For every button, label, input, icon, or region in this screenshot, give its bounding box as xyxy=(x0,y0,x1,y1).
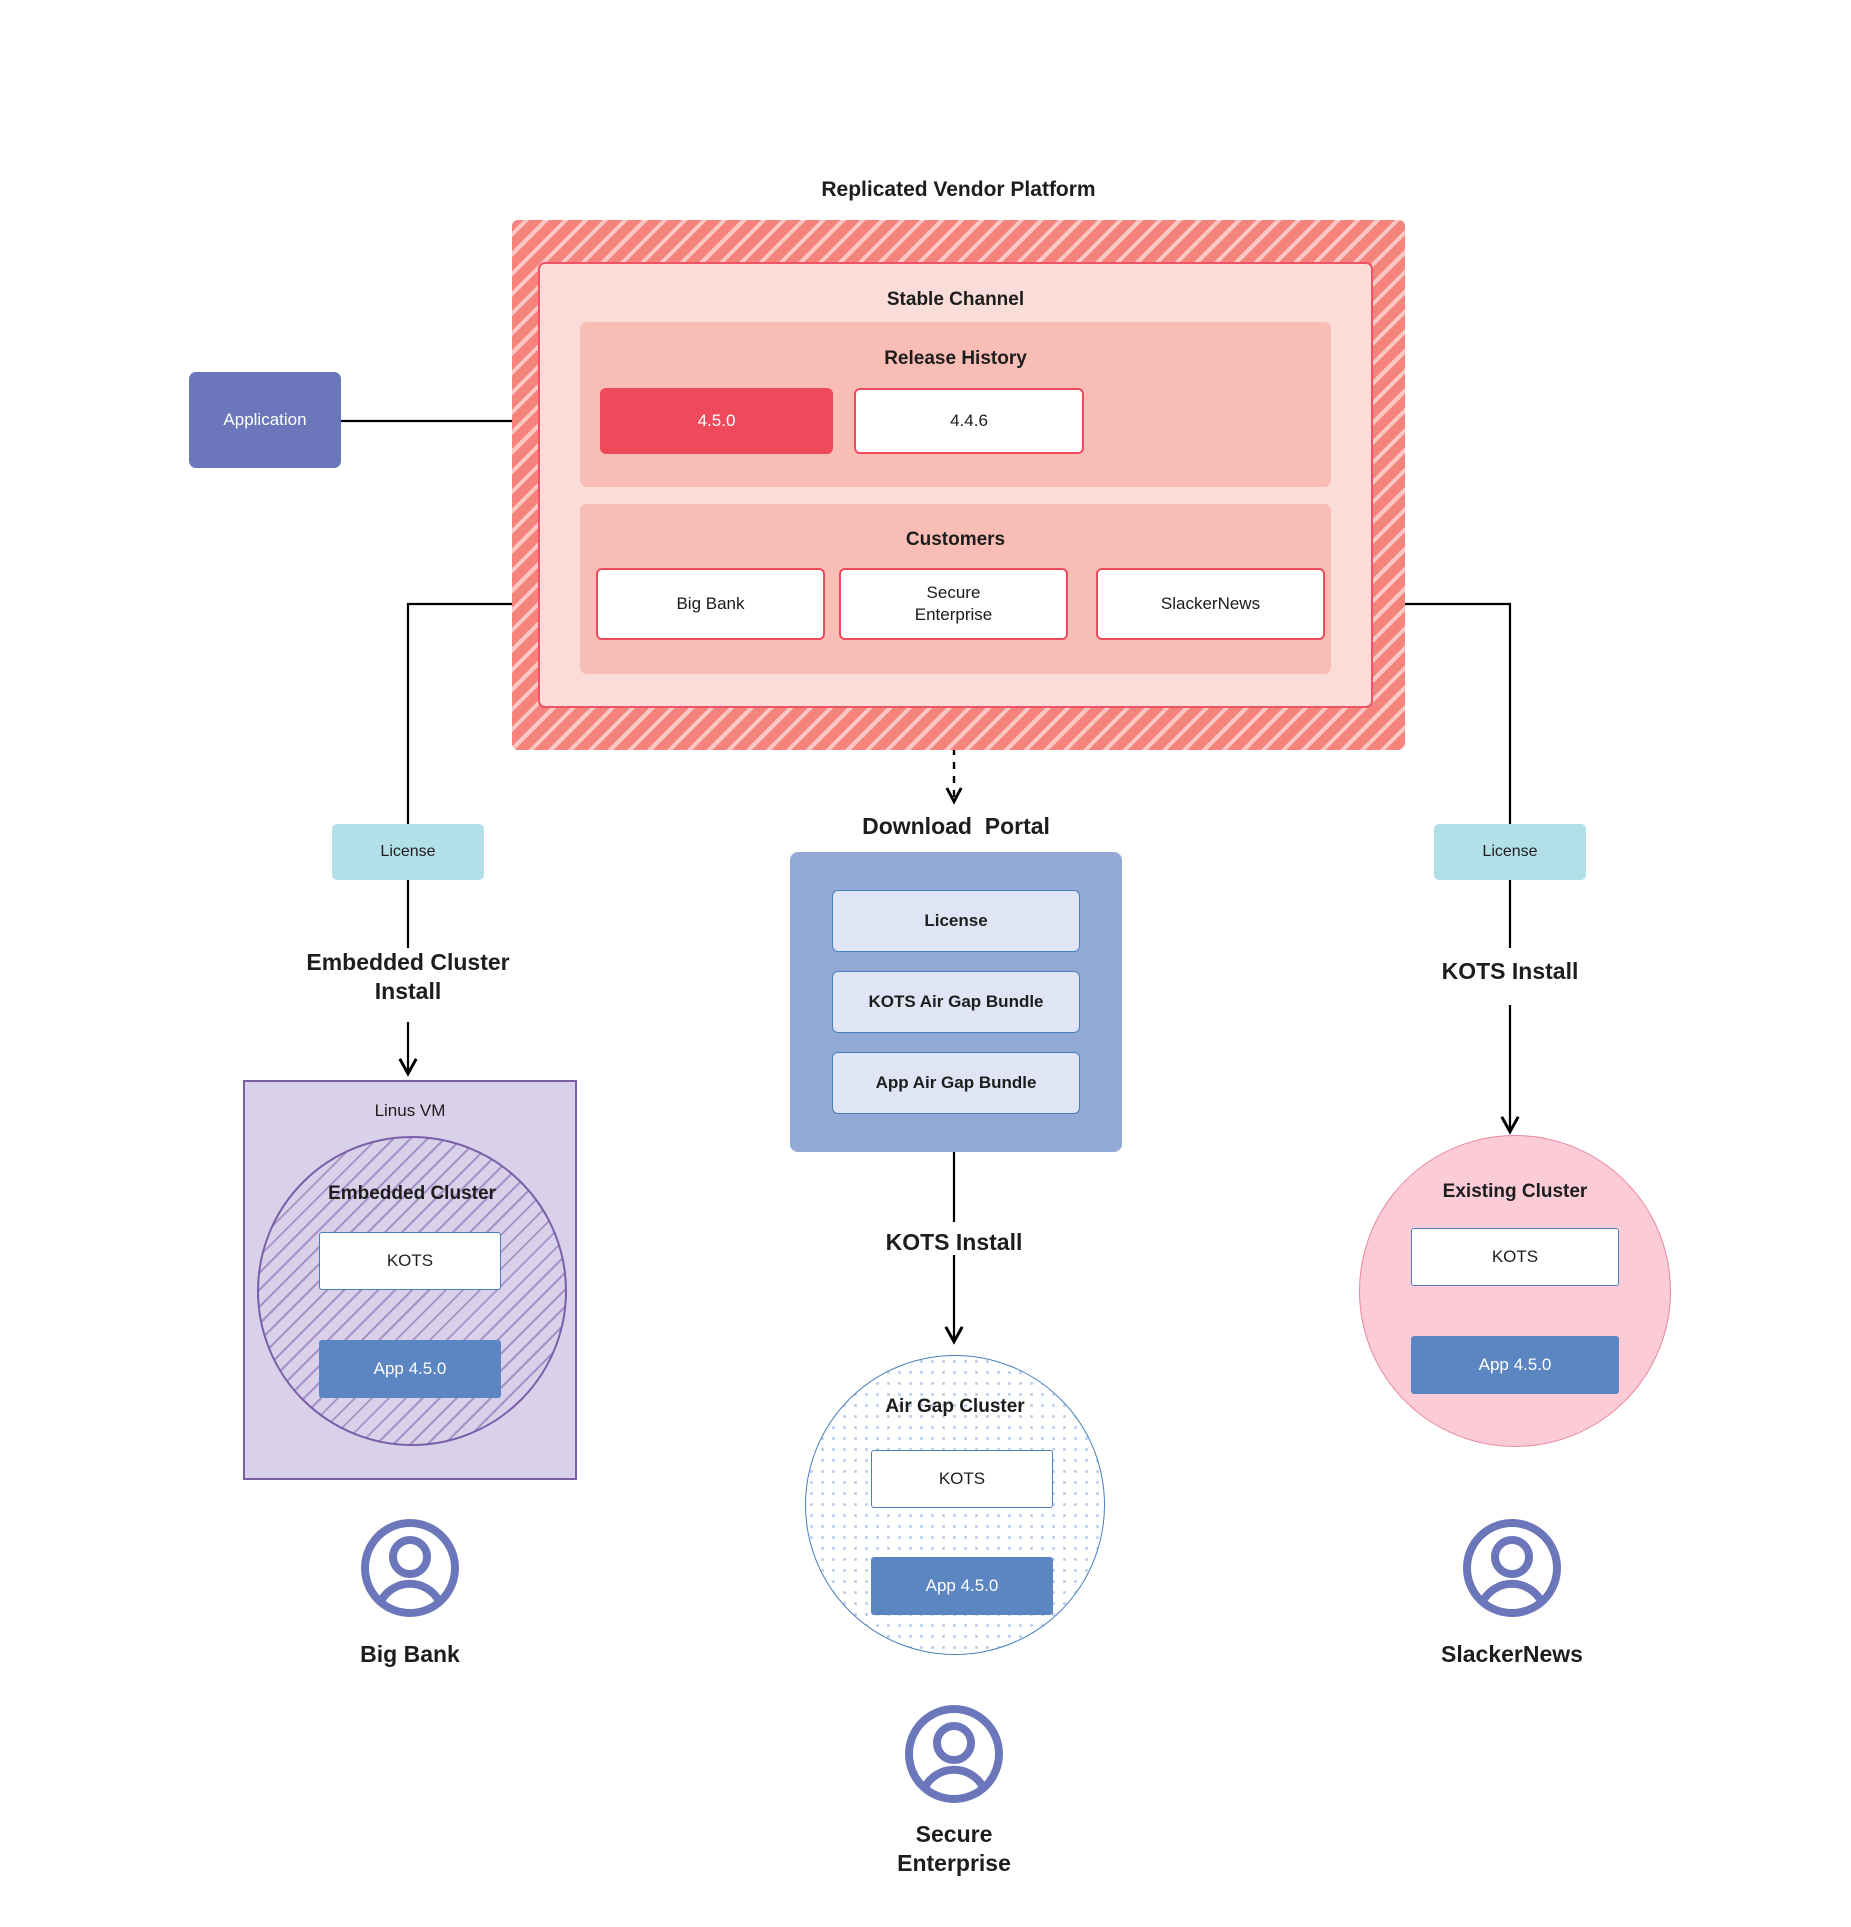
install-label-right: KOTS Install xyxy=(1441,958,1579,984)
customer-card-big-bank[interactable]: Big Bank xyxy=(596,568,825,640)
kots-label-right: KOTS xyxy=(1491,1247,1539,1266)
stable-channel-label: Stable Channel xyxy=(886,289,1025,310)
release-version-active: 4.5.0 xyxy=(697,411,736,430)
customer-name-big-bank: Big Bank xyxy=(676,593,745,613)
customer-card-secure-enterprise[interactable]: Secure Enterprise xyxy=(839,568,1068,640)
application-box[interactable]: Application xyxy=(189,372,341,468)
customer-name-secure-enterprise: Secure Enterprise xyxy=(914,582,993,624)
app-version-label-left: App 4.5.0 xyxy=(373,1359,447,1378)
user-avatar-icon xyxy=(361,1519,459,1617)
release-card-inactive[interactable]: 4.4.6 xyxy=(854,388,1084,454)
air-gap-cluster-label: Air Gap Cluster xyxy=(885,1396,1025,1417)
kots-label-center: KOTS xyxy=(938,1469,986,1488)
kots-box-left[interactable]: KOTS xyxy=(319,1232,501,1290)
kots-box-center[interactable]: KOTS xyxy=(871,1450,1053,1508)
application-label: Application xyxy=(223,410,307,429)
portal-item-kots-air-gap-bundle-label: KOTS Air Gap Bundle xyxy=(868,992,1044,1011)
portal-item-kots-air-gap-bundle[interactable]: KOTS Air Gap Bundle xyxy=(832,971,1080,1033)
customer-name-slackernews: SlackerNews xyxy=(1160,593,1261,613)
license-chip-right[interactable]: License xyxy=(1434,824,1586,880)
embedded-cluster-label: Embedded Cluster xyxy=(328,1183,496,1204)
release-history-label: Release History xyxy=(884,348,1027,369)
portal-item-app-air-gap-bundle-label: App Air Gap Bundle xyxy=(875,1073,1037,1092)
license-chip-left[interactable]: License xyxy=(332,824,484,880)
license-label-right: License xyxy=(1482,843,1538,860)
existing-cluster-circle xyxy=(1359,1135,1671,1447)
user-avatar-icon xyxy=(1463,1519,1561,1617)
existing-cluster-label: Existing Cluster xyxy=(1442,1181,1588,1202)
portal-item-license-label: License xyxy=(924,911,988,930)
app-version-box-left[interactable]: App 4.5.0 xyxy=(319,1340,501,1398)
release-version-inactive: 4.4.6 xyxy=(950,411,988,430)
portal-item-license[interactable]: License xyxy=(832,890,1080,952)
release-card-active[interactable]: 4.5.0 xyxy=(600,388,833,454)
app-version-label-right: App 4.5.0 xyxy=(1478,1355,1552,1374)
kots-box-right[interactable]: KOTS xyxy=(1411,1228,1619,1286)
install-label-left: Embedded Cluster Install xyxy=(306,949,510,1004)
linux-vm-label: Linus VM xyxy=(374,1101,446,1120)
customers-label: Customers xyxy=(905,529,1006,550)
license-label-left: License xyxy=(380,843,436,860)
user-avatar-icon xyxy=(905,1705,1003,1803)
app-version-box-right[interactable]: App 4.5.0 xyxy=(1411,1336,1619,1394)
customer-card-slackernews[interactable]: SlackerNews xyxy=(1096,568,1325,640)
avatar-big-bank xyxy=(358,1516,462,1625)
customer-label-slackernews: SlackerNews xyxy=(1441,1641,1583,1667)
app-version-label-center: App 4.5.0 xyxy=(925,1576,999,1595)
customer-label-big-bank: Big Bank xyxy=(360,1641,460,1667)
install-label-center: KOTS Install xyxy=(885,1229,1023,1255)
app-version-box-center[interactable]: App 4.5.0 xyxy=(871,1557,1053,1615)
platform-title: Replicated Vendor Platform xyxy=(821,178,1096,201)
portal-item-app-air-gap-bundle[interactable]: App Air Gap Bundle xyxy=(832,1052,1080,1114)
avatar-slackernews xyxy=(1460,1516,1564,1625)
kots-label-left: KOTS xyxy=(386,1251,434,1270)
download-portal-title: Download Portal xyxy=(862,813,1050,839)
customer-label-secure-enterprise: Secure Enterprise xyxy=(897,1821,1011,1876)
avatar-secure-enterprise xyxy=(902,1702,1006,1811)
